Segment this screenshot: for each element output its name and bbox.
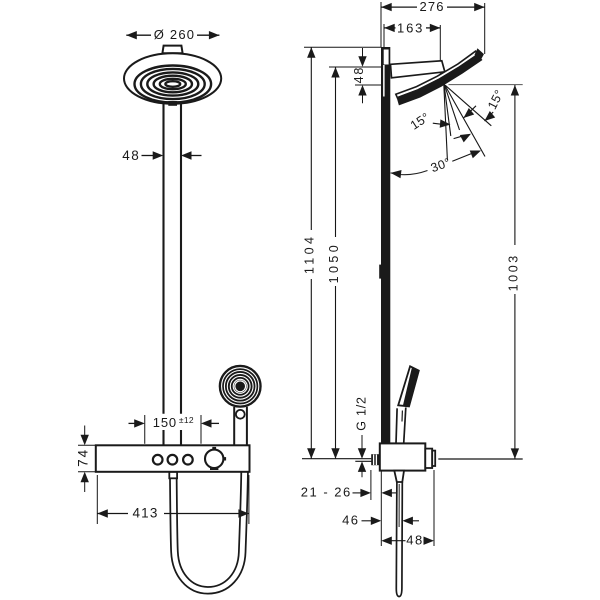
svg-text:46: 46 bbox=[342, 513, 359, 528]
svg-text:±12: ±12 bbox=[179, 415, 194, 425]
svg-text:150: 150 bbox=[153, 415, 177, 430]
svg-text:48: 48 bbox=[406, 533, 423, 548]
svg-text:163: 163 bbox=[397, 20, 424, 35]
svg-text:1003: 1003 bbox=[507, 253, 521, 291]
svg-text:21 - 26: 21 - 26 bbox=[301, 485, 352, 500]
svg-text:413: 413 bbox=[132, 506, 158, 521]
svg-text:1050: 1050 bbox=[327, 242, 341, 283]
svg-text:Ø 260: Ø 260 bbox=[154, 27, 195, 42]
svg-text:48: 48 bbox=[352, 66, 366, 84]
svg-text:48: 48 bbox=[122, 148, 140, 163]
svg-text:276: 276 bbox=[419, 0, 444, 14]
svg-text:30°: 30° bbox=[429, 155, 453, 175]
svg-text:1104: 1104 bbox=[303, 234, 317, 274]
svg-text:G 1/2: G 1/2 bbox=[354, 396, 368, 431]
svg-text:74: 74 bbox=[75, 448, 90, 467]
